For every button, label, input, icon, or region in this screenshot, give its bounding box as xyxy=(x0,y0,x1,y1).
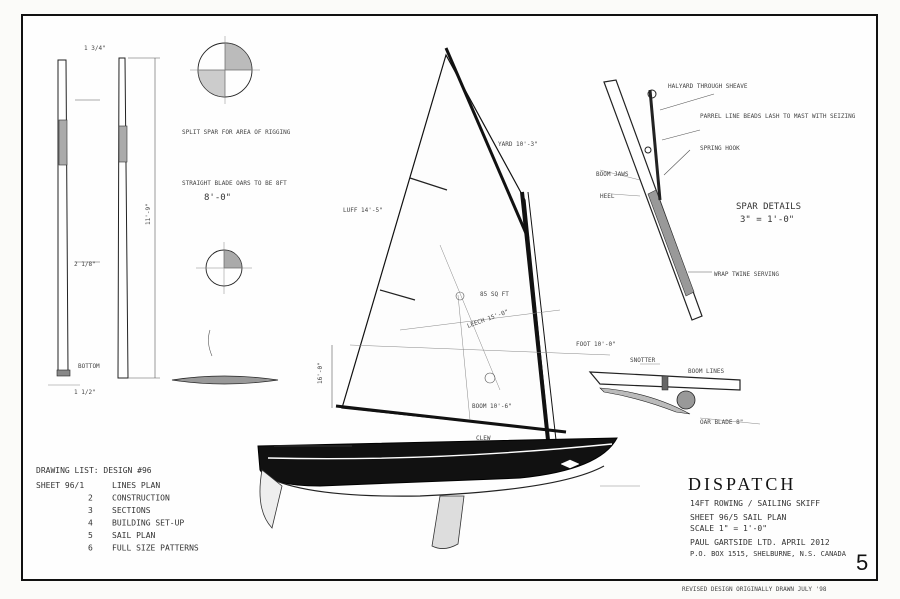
spar-details-scale: 3" = 1'-0" xyxy=(740,215,794,225)
note-heel: HEEL xyxy=(600,193,615,200)
hull xyxy=(257,437,640,549)
mast-top-dim: 1 3/4" xyxy=(84,45,106,52)
sail-clew: CLEW xyxy=(476,435,491,442)
scale-line: SCALE 1" = 1'-0" xyxy=(690,524,767,533)
drawing-list-number: 6 xyxy=(88,544,93,553)
note-wrap: WRAP TWINE SERVING xyxy=(714,271,779,278)
sheet-line: SHEET 96/5 SAIL PLAN xyxy=(690,513,787,522)
footer-note: REVISED DESIGN ORIGINALLY DRAWN JULY '98 xyxy=(682,586,827,593)
drawing-list-name: SECTIONS xyxy=(112,506,151,515)
mast-elevations xyxy=(48,57,160,386)
spar-details-heading: SPAR DETAILS xyxy=(736,202,801,212)
drawing-list-name: LINES PLAN xyxy=(112,481,160,490)
drawing-list-number: 2 xyxy=(88,494,93,503)
sail-luff: LUFF 14'-5" xyxy=(343,207,383,214)
drawing-list-name: SAIL PLAN xyxy=(112,531,156,540)
drawing-list: DRAWING LIST: DESIGN #96 SHEET 96/1 LINES… xyxy=(36,466,199,553)
mast-foot-note: BOTTOM xyxy=(78,363,100,370)
drawing-list-heading: DRAWING LIST: DESIGN #96 xyxy=(36,466,152,475)
blade-note: STRAIGHT BLADE OARS TO BE 8FT xyxy=(182,180,287,187)
sail-boom: BOOM 10'-6" xyxy=(472,403,512,410)
spar-detail-drawings xyxy=(588,79,761,425)
title-block: DISPATCH 14FT ROWING / SAILING SKIFF SHE… xyxy=(688,474,868,575)
drawing-list-name: BUILDING SET-UP xyxy=(112,519,184,528)
note-halyard: HALYARD THROUGH SHEAVE xyxy=(668,83,748,90)
glue-note: SPLIT SPAR FOR AREA OF RIGGING xyxy=(182,129,291,136)
sail-foot: FOOT 10'-0" xyxy=(576,341,616,348)
boat-description: 14FT ROWING / SAILING SKIFF xyxy=(690,499,820,508)
note-snotter: SNOTTER xyxy=(630,357,656,364)
spar-sections xyxy=(171,36,279,385)
sail-yard: YARD 10'-3" xyxy=(498,141,538,148)
drawing-list-number: 4 xyxy=(88,519,93,528)
sail-height: 16'-0" xyxy=(317,362,324,384)
sail-area: 85 SQ FT xyxy=(480,291,509,298)
company-line: PAUL GARTSIDE LTD. APRIL 2012 xyxy=(690,538,830,547)
note-parrel: PARREL LINE BEADS LASH TO MAST WITH SEIZ… xyxy=(700,113,856,120)
drawing-list-name: FULL SIZE PATTERNS xyxy=(112,544,199,553)
note-boom-lines: BOOM LINES xyxy=(688,368,725,375)
drawing-list-rows: SHEET 96/1 LINES PLAN 2 CONSTRUCTION 3 SECTIO… xyxy=(36,481,199,553)
mast-length-dim: 11'-9" xyxy=(145,203,152,225)
drawing-list-name: CONSTRUCTION xyxy=(112,494,170,503)
note-jaws: BOOM JAWS xyxy=(596,171,629,178)
note-oar-blade: OAR BLADE 8" xyxy=(700,419,743,426)
mast-base-dim: 1 1/2" xyxy=(74,389,96,396)
sheet-number: 5 xyxy=(856,550,868,575)
drawing-list-number: 5 xyxy=(88,531,93,540)
address-line: P.O. BOX 1515, SHELBURNE, N.S. CANADA xyxy=(690,550,847,558)
sail xyxy=(331,47,611,441)
drawing-list-number: 3 xyxy=(88,506,93,515)
boat-name: DISPATCH xyxy=(688,474,796,494)
drawing-list-number: SHEET 96/1 xyxy=(36,481,84,490)
note-yard-hook: SPRING HOOK xyxy=(700,145,740,152)
blade-length: 8'-0" xyxy=(204,193,231,203)
mast-mid-dim: 2 1/8" xyxy=(74,261,96,268)
